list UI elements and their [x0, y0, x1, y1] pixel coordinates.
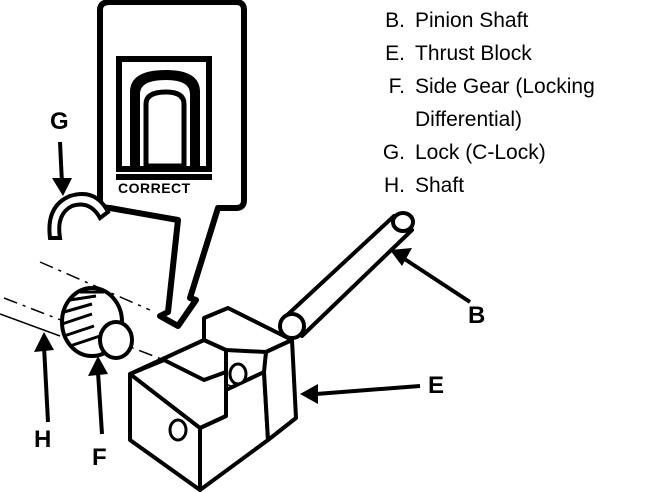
pinion-shaft-b-part: [278, 211, 415, 340]
thrust-block-e-part: [128, 306, 298, 492]
side-gear-f-part: [60, 286, 134, 360]
legend-item-f-continuation: Differential): [415, 108, 522, 131]
f-arrow: [96, 371, 104, 435]
b-arrow: [398, 254, 472, 304]
legend-item-g: G. Lock (C-Lock): [382, 141, 546, 164]
parts-legend: B. Pinion Shaft E. Thrust Block F. Side …: [365, 4, 595, 202]
legend-item-f: F. Side Gear (Locking: [388, 75, 595, 98]
c-lock-g-part: [47, 192, 111, 240]
correct-label: CORRECT: [118, 180, 191, 196]
callout-b: B: [468, 302, 486, 329]
legend-item-h: H. Shaft: [384, 174, 465, 197]
g-arrow: [58, 141, 64, 185]
callout-f: F: [92, 444, 107, 471]
callout-e: E: [428, 372, 445, 399]
e-arrow: [315, 384, 421, 396]
legend-item-e: E. Thrust Block: [385, 42, 532, 65]
callout-g: G: [50, 108, 69, 135]
c-lock-inset-icon: [116, 56, 212, 180]
callout-h: H: [34, 426, 52, 453]
h-arrow: [42, 345, 50, 423]
legend-item-b: B. Pinion Shaft: [385, 9, 529, 32]
